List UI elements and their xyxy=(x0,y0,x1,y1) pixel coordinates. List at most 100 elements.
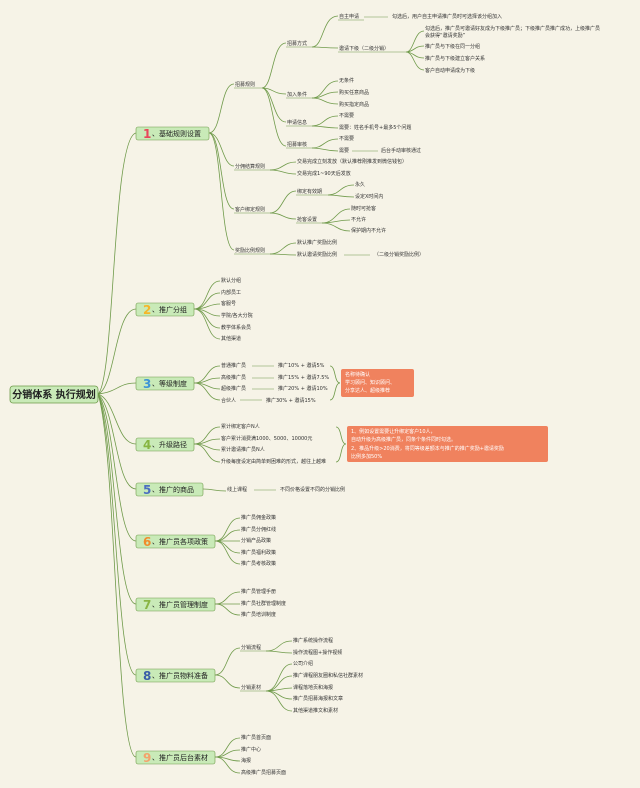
category-label: 、等级制度 xyxy=(152,379,187,388)
management-item: 推广员社群管理制度 xyxy=(241,600,286,607)
branch-basic-rules: 招募规则 招募方式 自主申请 勾选后，用户自主申请推广员时可选择该分组加入 邀请… xyxy=(208,13,600,258)
branch-backend: 推广员首页面 推广中心 海报 高级推广员招募页面 xyxy=(214,734,286,776)
backend-item: 高级推广员招募页面 xyxy=(241,769,286,776)
category-label: 、推广员物料准备 xyxy=(152,671,208,680)
upgrade-note-line: 比例多加50% xyxy=(351,453,382,460)
category-number: 3 xyxy=(143,377,151,391)
category-number: 1 xyxy=(143,127,151,141)
node-invite-item-4: 客户自动申请成为下级 xyxy=(425,67,475,74)
node-zhaomu-rules: 招募规则 xyxy=(235,81,255,88)
materials-asset-item: 课程落地页和海报 xyxy=(293,684,333,691)
policy-item: 推广员分佣红线 xyxy=(241,526,276,533)
branch-materials: 分销流程 推广系统操作流程 操作流程图+操作视频 分销素材 公司介绍 推广课程朋… xyxy=(214,637,363,714)
category-label: 、升级路径 xyxy=(152,440,187,449)
node-zhaomu-review: 招募审核 xyxy=(287,141,307,148)
category-label: 、推广的商品 xyxy=(152,485,194,494)
group-item: 客服号 xyxy=(221,300,236,307)
policy-item: 推广员佣金政策 xyxy=(241,514,276,521)
group-item: 内部员工 xyxy=(221,289,241,296)
materials-asset-item: 其他渠道推文和素材 xyxy=(293,707,338,714)
levels-note: 名称待确认 学习顾问、知识顾问、 分享达人、超级推荐 xyxy=(341,369,414,397)
node-apply-info-1: 不需要 xyxy=(339,113,354,119)
category-label: 、推广员各项政策 xyxy=(152,537,208,546)
category-number: 2 xyxy=(143,303,151,317)
management-item: 推广员培训制度 xyxy=(241,611,276,618)
category-node-2[interactable]: 2 、推广分组 xyxy=(135,302,195,317)
upgrade-item: 客户累计消费满1000、5000、10000元 xyxy=(221,435,312,442)
category-number: 4 xyxy=(143,438,151,452)
category-node-9[interactable]: 9 、推广员后台素材 xyxy=(135,750,216,765)
node-grab-1: 随时可抢客 xyxy=(351,205,376,212)
materials-flow-item: 推广系统操作流程 xyxy=(293,637,333,644)
level-name: 合伙人 xyxy=(221,397,236,404)
policy-item: 分销产品政策 xyxy=(241,537,271,544)
node-self-apply-desc: 勾选后，用户自主申请推广员时可选择该分组加入 xyxy=(392,13,502,20)
materials-asset-item: 推广课程朋友圈和私信社群素材 xyxy=(293,672,363,679)
level-name: 高级推广员 xyxy=(221,374,246,381)
upgrade-note-line: 1、例如设置需要让升绑定客户10人， xyxy=(351,428,436,435)
node-invite-desc-1: 勾选后，推广员可邀请好友成为下级推广员；下级推广员推广成功，上级推广员 xyxy=(425,25,600,32)
node-apply-info-2: 需要：姓名手机号+最多5个问题 xyxy=(339,124,411,131)
node-commission-1: 交易完成立刻发放（默认推荐刚推发到微信钱包） xyxy=(297,158,407,165)
category-number: 9 xyxy=(143,751,151,765)
level-rate: 推广10% + 邀请5% xyxy=(278,362,325,369)
node-zhaomu-way: 招募方式 xyxy=(287,40,307,47)
category-node-7[interactable]: 7 、推广员管理制度 xyxy=(135,597,216,612)
root-title: 分销体系 执行规划 xyxy=(12,388,95,401)
category-label: 、推广分组 xyxy=(152,305,187,314)
node-customer-binding: 客户绑定规则 xyxy=(235,206,265,213)
category-node-6[interactable]: 6 、推广员各项政策 xyxy=(135,534,216,549)
upgrade-note: 1、例如设置需要让升绑定客户10人， 自动升级为高级推广员，同条个条件同时勾选。… xyxy=(347,426,548,462)
node-join-2: 购买任意商品 xyxy=(339,89,369,96)
backend-item: 推广员首页面 xyxy=(241,734,271,741)
node-invite-item-3: 推广员与下级建立客户关系 xyxy=(425,55,485,62)
branch-management: 推广员管理手册 推广员社群管理制度 推广员培训制度 xyxy=(214,588,286,618)
category-node-1[interactable]: 1 、基础规则设置 xyxy=(135,126,210,141)
management-item: 推广员管理手册 xyxy=(241,588,276,595)
node-review-2-desc: 后台手动审核通过 xyxy=(381,147,421,154)
upgrade-item: 累计邀请推广员N人 xyxy=(221,446,265,453)
materials-flow-item: 操作流程图+操作视频 xyxy=(293,649,342,656)
node-grab-2: 不允许 xyxy=(351,216,366,223)
branch-levels: 普通推广员 高级推广员 超级推广员 合伙人 推广10% + 邀请5% 推广15%… xyxy=(193,362,341,404)
category-node-3[interactable]: 3 、等级制度 xyxy=(135,376,195,391)
category-node-4[interactable]: 4 、升级路径 xyxy=(135,437,195,452)
backend-item: 海报 xyxy=(241,757,251,764)
node-bind-2: 设定X时间内 xyxy=(355,193,383,200)
category-node-5[interactable]: 5 、推广的商品 xyxy=(135,482,204,497)
node-invite-desc-2: 会获得“邀请奖励” xyxy=(425,32,466,39)
materials-flow: 分销流程 xyxy=(241,644,261,651)
node-review-2: 需要 xyxy=(339,148,349,154)
category-node-8[interactable]: 8 、推广员物料准备 xyxy=(135,668,216,683)
upgrade-item: 累计绑定客户N人 xyxy=(221,423,260,430)
branch-upgrade: 累计绑定客户N人 客户累计消费满1000、5000、10000元 累计邀请推广员… xyxy=(193,423,347,465)
root-connectors xyxy=(97,132,137,758)
root-node[interactable]: 分销体系 执行规划 xyxy=(9,385,99,404)
category-label: 、基础规则设置 xyxy=(152,129,201,138)
levels-note-line: 名称待确认 xyxy=(345,371,370,378)
upgrade-item: 升级每度设定由简单到困难的形式，越往上越难 xyxy=(221,458,326,465)
category-label: 、推广员后台素材 xyxy=(152,753,208,762)
node-commission-2: 交易完成1~90天后发放 xyxy=(297,170,351,177)
node-join-1: 无条件 xyxy=(339,77,354,84)
node-reward-2: 默认邀请奖励比例 xyxy=(297,251,337,258)
category-number: 7 xyxy=(143,598,151,612)
product-desc: 不同价格设置不同的分销比例 xyxy=(280,486,345,493)
node-grab-setting: 抢客设置 xyxy=(297,216,317,223)
backend-item: 推广中心 xyxy=(241,746,261,753)
branch-groups: 默认分组 内部员工 客服号 学院/各大分院 教学体系会员 其他渠道 xyxy=(193,277,253,342)
node-reward-ratio: 奖励比例规则 xyxy=(235,247,265,254)
branch-products: 线上课程 不同价格设置不同的分销比例 xyxy=(202,486,345,493)
node-invite-sub: 邀请下级（二级分销） xyxy=(339,45,389,52)
product-item: 线上课程 xyxy=(227,486,247,493)
level-rate: 推广15% + 邀请7.5% xyxy=(278,374,329,381)
level-name: 超级推广员 xyxy=(221,385,246,392)
node-join-condition: 加入条件 xyxy=(287,91,307,98)
node-apply-info: 申请信息 xyxy=(287,119,307,126)
group-item: 学院/各大分院 xyxy=(221,312,253,319)
node-grab-3: 保护期内不允许 xyxy=(351,227,386,234)
upgrade-note-line: 自动升级为高级推广员，同条个条件同时勾选。 xyxy=(351,436,456,443)
node-reward-2-desc: （二级分销奖励比例） xyxy=(374,251,424,258)
group-item: 其他渠道 xyxy=(221,335,241,342)
